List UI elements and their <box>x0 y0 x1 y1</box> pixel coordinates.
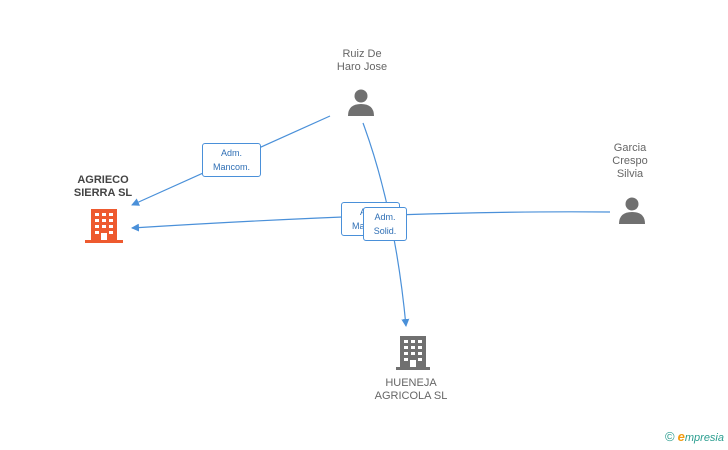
node-label-agrieco[interactable]: AGRIECO SIERRA SL <box>58 174 148 200</box>
building-icon[interactable] <box>396 336 430 370</box>
relation-badge-ruiz-hueneja[interactable]: Adm. Solid. <box>363 207 407 241</box>
node-label-hueneja[interactable]: HUENEJA AGRICOLA SL <box>366 377 456 403</box>
node-label-line: Crespo <box>612 155 648 167</box>
empresia-logo[interactable]: © empresia <box>665 429 724 444</box>
node-label-line: Garcia <box>613 142 647 154</box>
relation-type: Adm. <box>374 212 396 222</box>
node-label-ruiz[interactable]: Ruiz De Haro Jose <box>322 48 402 74</box>
relation-role: Mancom. <box>212 162 250 172</box>
building-icon[interactable] <box>85 209 123 243</box>
brand-name: mpresia <box>684 432 724 444</box>
relation-badge-ruiz-agrieco[interactable]: Adm. Mancom. <box>202 143 261 177</box>
node-label-line: Ruiz De <box>342 48 382 60</box>
node-label-line: Haro Jose <box>336 61 388 73</box>
node-label-line: SIERRA SL <box>73 187 133 199</box>
person-icon[interactable] <box>348 89 374 117</box>
person-icon[interactable] <box>619 197 645 225</box>
relation-type: Adm. <box>220 148 242 158</box>
node-label-line: Silvia <box>616 168 644 180</box>
copyright-symbol: © <box>664 429 675 444</box>
brand-e: e <box>677 429 685 444</box>
node-label-line: AGRICOLA SL <box>374 390 448 402</box>
node-label-garcia[interactable]: Garcia Crespo Silvia <box>595 142 665 181</box>
node-label-line: AGRIECO <box>77 174 129 186</box>
node-label-line: HUENEJA <box>385 377 437 389</box>
relation-role: Solid. <box>373 226 397 236</box>
